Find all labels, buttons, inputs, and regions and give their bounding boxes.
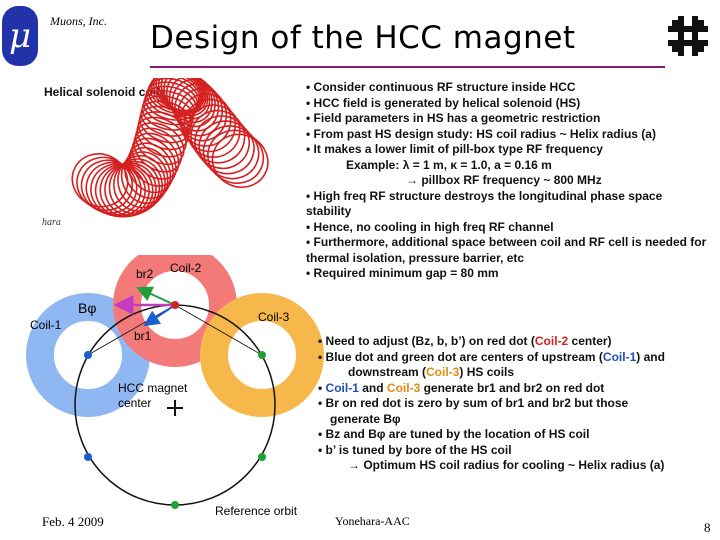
red-dot — [171, 301, 179, 309]
bullet: • High freq RF structure destroys the lo… — [306, 188, 663, 219]
bullet: • Need to adjust (Bz, b, b’) on red dot … — [318, 334, 612, 348]
coil-2-label: Coil-2 — [170, 261, 202, 275]
coil-ring — [202, 125, 260, 180]
title-rule — [150, 66, 665, 68]
bullet: • Blue dot and green dot are centers of … — [318, 349, 665, 364]
bullet: • It makes a lower limit of pill-box typ… — [306, 142, 603, 156]
br2-label: br2 — [136, 267, 154, 281]
bullet: • HCC field is generated by helical sole… — [306, 95, 581, 110]
coil-ring — [174, 83, 224, 137]
coil-3-ring — [200, 293, 324, 417]
center-cross — [167, 400, 183, 416]
bullet: • Consider continuous RF structure insid… — [306, 80, 576, 94]
coil-ring — [171, 78, 220, 132]
coil-1-label: Coil-1 — [30, 318, 62, 332]
coil-ring — [179, 93, 232, 147]
bullet-list-bottom: • Need to adjust (Bz, b, b’) on red dot … — [318, 334, 710, 474]
coil-ring — [207, 129, 265, 184]
page-number: 8 — [704, 520, 711, 535]
bphi-label: Bφ — [78, 300, 96, 316]
bullet-cont: generate Bφ — [330, 411, 401, 426]
example-result: → pillbox RF frequency ~ 800 MHz — [406, 173, 602, 187]
bullet-cont: downstream (Coil-3) HS coils — [348, 365, 515, 379]
footer-date: Feb. 4 2009 — [42, 514, 104, 529]
coil-1-ring — [26, 293, 150, 417]
bullet: • Hence, no cooling in high freq RF chan… — [306, 219, 554, 234]
center-label: HCC magnet — [118, 381, 188, 395]
bullet: • Br on red dot is zero by sum of br1 an… — [318, 396, 629, 410]
bullet: • b’ is tuned by bore of the HS coil — [318, 442, 512, 457]
bullet-list-top: • Consider continuous RF structure insid… — [306, 80, 710, 282]
reference-orbit-label: Reference orbit — [215, 504, 298, 518]
bullet: • Coil-1 and Coil-3 generate br1 and br2… — [318, 380, 605, 395]
coil-ring — [108, 160, 161, 215]
blue-dot — [84, 453, 92, 461]
coil-ring — [190, 109, 246, 164]
coil-diagram: Coil-1 Coil-2 Coil-3 br2 br1 Bφ HCC magn… — [26, 255, 324, 518]
br1-label: br1 — [134, 329, 152, 343]
coil-ring — [120, 151, 169, 205]
coil-ring — [117, 154, 166, 209]
muons-logo-icon: μ — [2, 6, 38, 66]
example-line: Example: λ = 1 m, κ = 1.0, a = 0.16 m — [346, 157, 552, 172]
coil-3-label: Coil-3 — [258, 310, 290, 324]
bullet: • Field parameters in HS has a geometric… — [306, 111, 601, 125]
center-label: center — [118, 396, 151, 410]
figure-credit: hara — [42, 217, 61, 228]
bullet: • From past HS design study: HS coil rad… — [306, 126, 656, 141]
slide-title: Design of the HCC magnet — [150, 20, 576, 56]
bullet-cont: → Optimum HS coil radius for cooling ~ H… — [348, 458, 665, 472]
coil-ring — [186, 104, 241, 158]
green-dot — [171, 501, 179, 509]
blue-dot — [84, 351, 92, 359]
green-dot — [258, 453, 266, 461]
coil-ring — [198, 120, 255, 175]
coil-ring — [183, 98, 237, 153]
figure-title: Helical solenoid coils — [44, 85, 167, 99]
green-dot — [258, 351, 266, 359]
coil-ring — [104, 162, 157, 217]
bullet: • Required minimum gap = 80 mm — [306, 266, 499, 280]
fermilab-logo-icon — [668, 16, 708, 56]
br2-arrow — [136, 286, 176, 306]
helical-solenoid-figure — [71, 78, 269, 218]
br1-arrow — [143, 304, 176, 327]
company-name: Muons, Inc. — [50, 14, 107, 28]
coil-ring — [150, 78, 203, 112]
bullet: • Furthermore, additional space between … — [306, 235, 707, 265]
bullet: • Bz and Bφ are tuned by the location of… — [318, 427, 590, 441]
footer-author: Yonehara-AAC — [335, 514, 410, 528]
coil-ring — [211, 133, 269, 188]
